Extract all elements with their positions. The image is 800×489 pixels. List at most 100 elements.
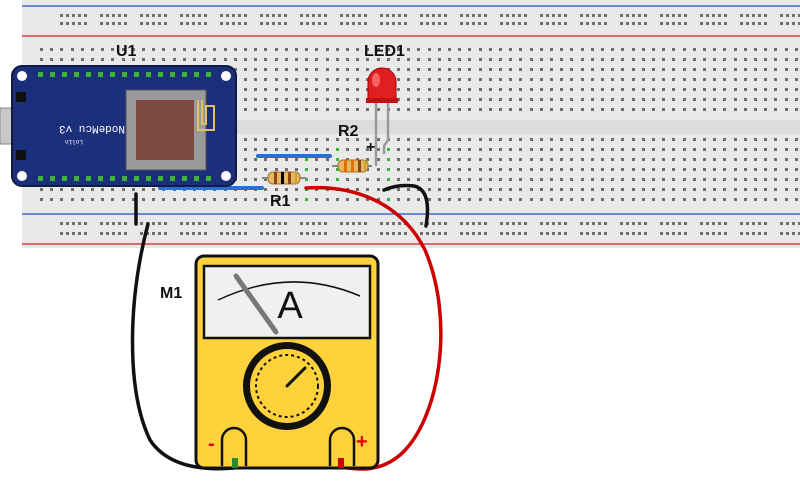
breadboard-hole — [666, 22, 669, 25]
breadboard-hole — [346, 98, 349, 101]
breadboard-hole — [380, 222, 383, 225]
breadboard-hole — [244, 168, 247, 171]
breadboard-hole — [662, 158, 665, 161]
breadboard-hole — [275, 188, 278, 191]
breadboard-hole — [472, 232, 475, 235]
breadboard-hole — [407, 148, 410, 151]
breadboard-hole — [285, 198, 288, 201]
breadboard-hole — [438, 22, 441, 25]
breadboard-hole — [638, 232, 641, 235]
breadboard-hole — [581, 148, 584, 151]
breadboard-hole — [312, 222, 315, 225]
breadboard-hole — [112, 222, 115, 225]
breadboard-hole — [509, 98, 512, 101]
breadboard-hole — [601, 98, 604, 101]
breadboard-hole — [580, 22, 583, 25]
led-anode-leg — [382, 100, 390, 154]
breadboard-hole — [448, 88, 451, 91]
breadboard-hole — [300, 222, 303, 225]
breadboard-hole — [580, 14, 583, 17]
breadboard-hole — [764, 148, 767, 151]
breadboard-hole — [346, 108, 349, 111]
breadboard-hole — [340, 22, 343, 25]
breadboard-hole — [484, 14, 487, 17]
breadboard-hole — [336, 68, 339, 71]
breadboard-hole — [254, 48, 257, 51]
breadboard-hole — [798, 222, 800, 225]
breadboard-hole — [244, 148, 247, 151]
dial-pointer — [285, 366, 307, 388]
breadboard-hole — [780, 232, 783, 235]
breadboard-hole — [180, 222, 183, 225]
breadboard-hole — [66, 222, 69, 225]
breadboard-hole — [444, 22, 447, 25]
breadboard-hole — [387, 58, 390, 61]
header-pin — [38, 176, 43, 181]
mount-hole — [17, 71, 27, 81]
breadboard-hole — [295, 148, 298, 151]
breadboard-hole — [734, 68, 737, 71]
breadboard-hole — [112, 22, 115, 25]
breadboard-hole — [180, 14, 183, 17]
breadboard-hole — [40, 58, 43, 61]
breadboard-hole — [366, 138, 369, 141]
breadboard-hole — [591, 198, 594, 201]
header-pin — [158, 72, 163, 77]
breadboard-hole — [356, 48, 359, 51]
breadboard-hole — [352, 222, 355, 225]
breadboard-hole — [734, 48, 737, 51]
breadboard-hole — [122, 188, 125, 191]
breadboard-hole — [152, 232, 155, 235]
breadboard-hole — [764, 188, 767, 191]
breadboard-hole — [377, 178, 380, 181]
breadboard-hole — [164, 22, 167, 25]
breadboard-hole — [703, 108, 706, 111]
breadboard-hole — [795, 168, 798, 171]
breadboard-hole — [238, 232, 241, 235]
breadboard-hole — [638, 14, 641, 17]
breadboard-hole — [570, 168, 573, 171]
breadboard-hole — [432, 14, 435, 17]
breadboard-hole — [438, 68, 441, 71]
breadboard-hole — [285, 148, 288, 151]
breadboard-hole — [672, 148, 675, 151]
breadboard-hole — [460, 22, 463, 25]
breadboard-hole — [479, 188, 482, 191]
breadboard-hole — [666, 14, 669, 17]
breadboard-hole — [300, 14, 303, 17]
breadboard-hole — [326, 58, 329, 61]
breadboard-hole — [428, 198, 431, 201]
breadboard-hole — [642, 198, 645, 201]
breadboard-hole — [260, 232, 263, 235]
breadboard-hole — [305, 58, 308, 61]
breadboard-hole — [499, 88, 502, 91]
breadboard-hole — [295, 58, 298, 61]
breadboard-hole — [540, 198, 543, 201]
breadboard-hole — [285, 168, 288, 171]
breadboard-hole — [752, 222, 755, 225]
breadboard-hole — [591, 58, 594, 61]
breadboard-hole — [204, 22, 207, 25]
breadboard-hole — [366, 78, 369, 81]
breadboard-hole — [713, 88, 716, 91]
breadboard-hole — [499, 188, 502, 191]
breadboard-hole — [550, 148, 553, 151]
breadboard-hole — [662, 68, 665, 71]
breadboard-hole — [764, 178, 767, 181]
multimeter-dial-icon — [243, 342, 331, 430]
breadboard-hole — [366, 108, 369, 111]
breadboard-hole — [581, 188, 584, 191]
breadboard-hole — [693, 88, 696, 91]
breadboard-hole — [478, 22, 481, 25]
breadboard-hole — [324, 14, 327, 17]
breadboard-hole — [356, 138, 359, 141]
breadboard-hole — [703, 168, 706, 171]
breadboard-hole — [158, 14, 161, 17]
breadboard-hole — [662, 168, 665, 171]
breadboard-hole — [356, 88, 359, 91]
breadboard-hole — [438, 78, 441, 81]
breadboard-hole — [285, 88, 288, 91]
breadboard-hole — [795, 48, 798, 51]
breadboard-hole — [404, 14, 407, 17]
breadboard-hole — [718, 222, 721, 225]
